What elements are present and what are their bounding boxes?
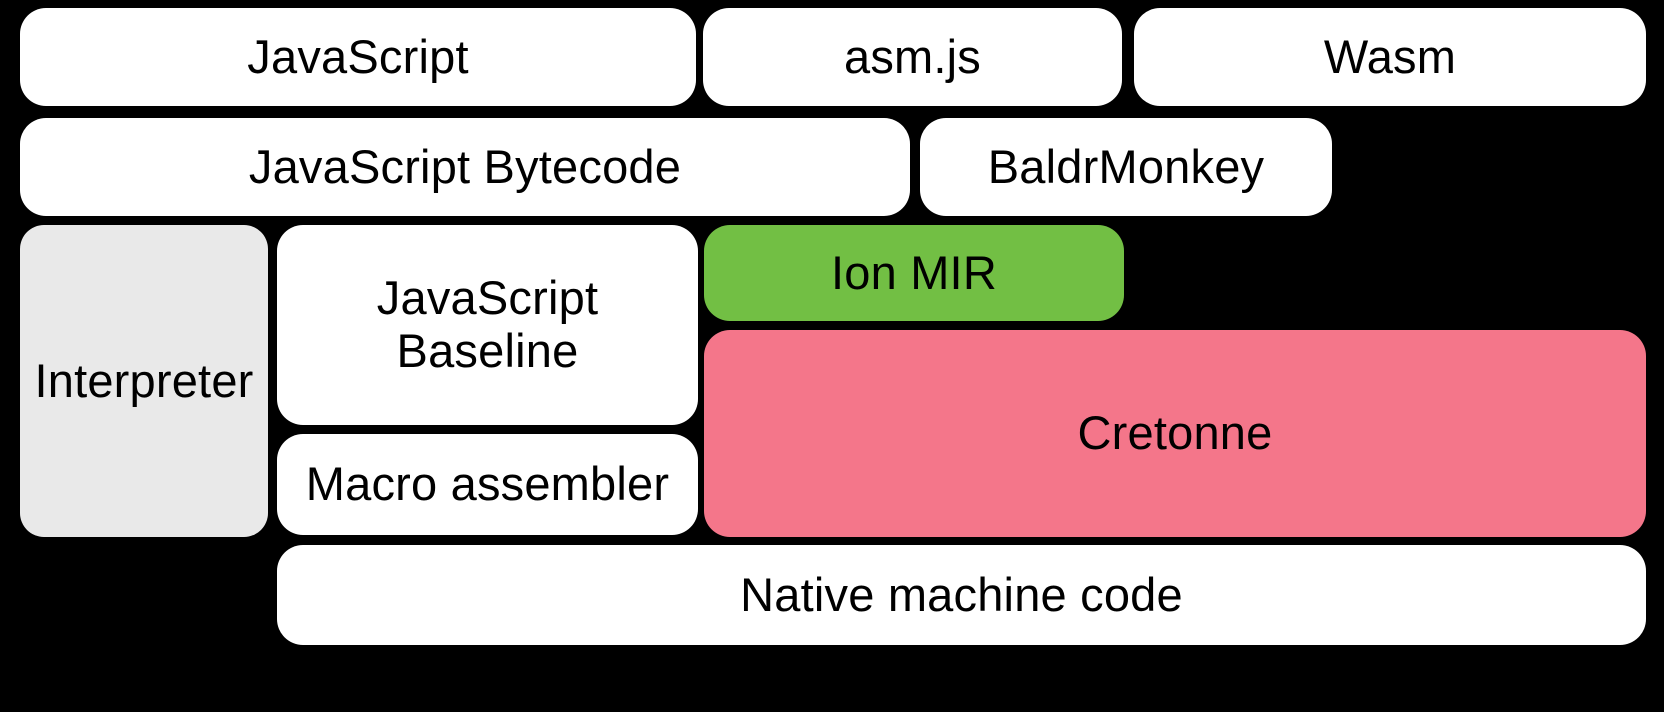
node-interpreter[interactable]: Interpreter: [20, 225, 268, 537]
node-wasm[interactable]: Wasm: [1134, 8, 1646, 106]
node-javascript-baseline[interactable]: JavaScript Baseline: [277, 225, 698, 425]
node-wasm-label: Wasm: [1323, 29, 1457, 83]
node-interpreter-label: Interpreter: [34, 353, 254, 407]
node-macro-assembler-label: Macro assembler: [305, 457, 670, 511]
node-javascript-label: JavaScript: [247, 29, 469, 83]
node-cretonne-label: Cretonne: [1077, 406, 1273, 460]
node-asm-js-label: asm.js: [844, 29, 981, 83]
node-javascript[interactable]: JavaScript: [20, 8, 696, 106]
node-baldrmonkey-label: BaldrMonkey: [987, 139, 1265, 193]
node-javascript-baseline-label: JavaScript Baseline: [376, 271, 599, 377]
node-native-machine-code-label: Native machine code: [740, 567, 1183, 621]
node-ion-mir[interactable]: Ion MIR: [704, 225, 1124, 321]
node-javascript-bytecode-label: JavaScript Bytecode: [248, 139, 682, 193]
node-asm-js[interactable]: asm.js: [703, 8, 1122, 106]
node-macro-assembler[interactable]: Macro assembler: [277, 434, 698, 535]
node-baldrmonkey[interactable]: BaldrMonkey: [920, 118, 1332, 216]
node-native-machine-code[interactable]: Native machine code: [277, 545, 1646, 645]
node-ion-mir-label: Ion MIR: [831, 245, 997, 299]
node-javascript-bytecode[interactable]: JavaScript Bytecode: [20, 118, 910, 216]
node-cretonne[interactable]: Cretonne: [704, 330, 1646, 537]
